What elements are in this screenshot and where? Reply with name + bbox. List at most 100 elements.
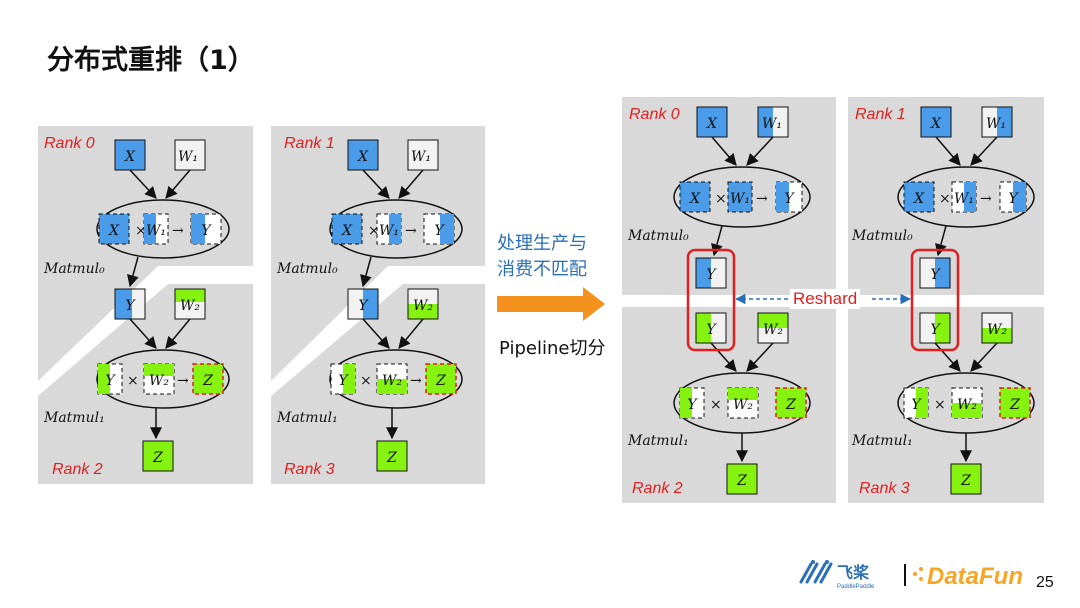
pipeline-label: Pipeline切分	[499, 338, 606, 359]
svg-text:Z: Z	[960, 473, 971, 489]
rank2-graph: Y W₂ Y × W₂ Z Matmul₁ Z	[627, 312, 811, 495]
svg-text:W₁: W₁	[730, 191, 750, 207]
svg-text:Z: Z	[1009, 397, 1020, 413]
svg-text:×: ×	[360, 373, 372, 389]
rank2-graph: Y W₂ Y × W₂ → Z Matmul₁ Z	[43, 288, 230, 472]
svg-text:→: →	[177, 373, 189, 389]
svg-text:W₁: W₁	[762, 116, 782, 132]
svg-text:Z: Z	[202, 373, 213, 389]
svg-text:W₂: W₂	[413, 298, 433, 314]
rank1-graph: X W₁ X × W₁ → Y Matmul₀	[276, 139, 463, 288]
svg-text:Z: Z	[152, 450, 163, 466]
svg-text:Y: Y	[706, 267, 717, 283]
svg-text:Z: Z	[386, 450, 397, 466]
svg-text:X: X	[913, 191, 925, 207]
svg-text:W₁: W₁	[379, 223, 399, 239]
svg-text:Y: Y	[125, 298, 136, 314]
rank0-region	[38, 126, 253, 381]
orange-arrow-icon	[497, 287, 605, 321]
svg-text:W₁: W₁	[954, 191, 974, 207]
svg-text:W₁: W₁	[986, 116, 1006, 132]
rank0-label: Rank 0	[44, 135, 95, 152]
svg-text:X: X	[357, 149, 369, 165]
svg-text:W₂: W₂	[987, 322, 1007, 338]
svg-text:Y: Y	[201, 223, 212, 239]
mismatch-note: 处理生产与 消费不匹配	[497, 231, 587, 283]
svg-text:×: ×	[939, 191, 951, 207]
rank1-region	[271, 126, 485, 381]
svg-text:W₁: W₁	[411, 149, 431, 165]
svg-text:X: X	[341, 223, 353, 239]
svg-text:Matmul₁: Matmul₁	[851, 433, 913, 449]
svg-text:Z: Z	[785, 397, 796, 413]
svg-text:X: X	[108, 223, 120, 239]
svg-text:Matmul₀: Matmul₀	[43, 261, 105, 277]
svg-text:X: X	[124, 149, 136, 165]
svg-text:×: ×	[934, 397, 946, 413]
svg-text:W₁: W₁	[178, 149, 198, 165]
rank0-graph: X W₁ X × W₁ → Y Matmul₀	[43, 139, 230, 288]
page-title: 分布式重排（1）	[47, 45, 255, 76]
svg-text:Y: Y	[911, 397, 922, 413]
rank3-label: Rank 3	[284, 461, 335, 478]
svg-text:Matmul₀: Matmul₀	[276, 261, 338, 277]
right-diagram-svg: Rank 0 Rank 1 Rank 2 Rank 3 X W₁ X × W₁ …	[622, 97, 1044, 503]
mismatch-line2: 消费不匹配	[497, 259, 587, 280]
svg-text:X: X	[930, 116, 942, 132]
svg-text:→: →	[980, 191, 992, 207]
rank3-graph: Y W₂ Y × W₂ → Z Matmul₁ Z	[276, 288, 463, 472]
svg-text:→: →	[410, 373, 422, 389]
svg-text:Y: Y	[687, 397, 698, 413]
svg-text:×: ×	[715, 191, 727, 207]
rank1-graph: X W₁ X × W₁ → Y Matmul₀ Y	[851, 106, 1035, 289]
rank3-label: Rank 3	[859, 480, 910, 497]
svg-text:Matmul₁: Matmul₁	[276, 410, 338, 426]
svg-text:Matmul₁: Matmul₁	[627, 433, 689, 449]
svg-text:×: ×	[710, 397, 722, 413]
svg-text:Y: Y	[784, 191, 795, 207]
rank2-label: Rank 2	[632, 480, 683, 497]
svg-text:Matmul₀: Matmul₀	[627, 228, 689, 244]
brand-paddle: 飞桨	[837, 563, 870, 582]
page-number: 25	[1036, 574, 1054, 591]
mismatch-line1: 处理生产与	[497, 233, 587, 254]
svg-text:→: →	[756, 191, 768, 207]
footer-logos: 飞桨 PaddlePaddle DataFun	[799, 560, 1023, 590]
reshard-label: Reshard	[790, 289, 861, 309]
svg-text:W₂: W₂	[957, 397, 977, 413]
datafun-logo-icon	[913, 567, 923, 581]
brand-datafun: DataFun	[927, 563, 1023, 590]
reshard-highlight-left	[686, 248, 736, 352]
svg-text:→: →	[172, 223, 184, 239]
rank2-label: Rank 2	[52, 461, 103, 478]
svg-text:W₂: W₂	[382, 373, 402, 389]
brand-paddle-sub: PaddlePaddle	[837, 584, 875, 590]
rank3-graph: Y W₂ Y × W₂ Z Matmul₁ Z	[851, 312, 1035, 495]
svg-text:Y: Y	[930, 322, 941, 338]
svg-text:→: →	[405, 223, 417, 239]
rank1-label: Rank 1	[855, 106, 906, 123]
rank0-label: Rank 0	[629, 106, 680, 123]
svg-text:Z: Z	[435, 373, 446, 389]
svg-text:W₂: W₂	[149, 373, 169, 389]
svg-text:X: X	[689, 191, 701, 207]
svg-text:Y: Y	[105, 373, 116, 389]
reshard-highlight-right	[910, 248, 960, 352]
svg-text:Matmul₁: Matmul₁	[43, 410, 105, 426]
svg-text:Y: Y	[358, 298, 369, 314]
svg-text:Y: Y	[930, 267, 941, 283]
svg-text:Y: Y	[706, 322, 717, 338]
svg-text:Y: Y	[338, 373, 349, 389]
paddlepaddle-logo-icon	[799, 560, 833, 584]
svg-text:X: X	[706, 116, 718, 132]
svg-text:Matmul₀: Matmul₀	[851, 228, 913, 244]
svg-text:Y: Y	[434, 223, 445, 239]
svg-text:W₁: W₁	[146, 223, 166, 239]
svg-text:W₂: W₂	[733, 397, 753, 413]
rank1-label: Rank 1	[284, 135, 335, 152]
svg-text:×: ×	[135, 223, 147, 239]
left-diagram-svg: Rank 0 Rank 1 Rank 2 Rank 3 X W₁ X × W₁ …	[38, 126, 485, 484]
svg-text:W₂: W₂	[763, 322, 783, 338]
svg-text:W₂: W₂	[180, 298, 200, 314]
right-diagram: Rank 0 Rank 1 Rank 2 Rank 3 X W₁ X × W₁ …	[622, 97, 1046, 507]
